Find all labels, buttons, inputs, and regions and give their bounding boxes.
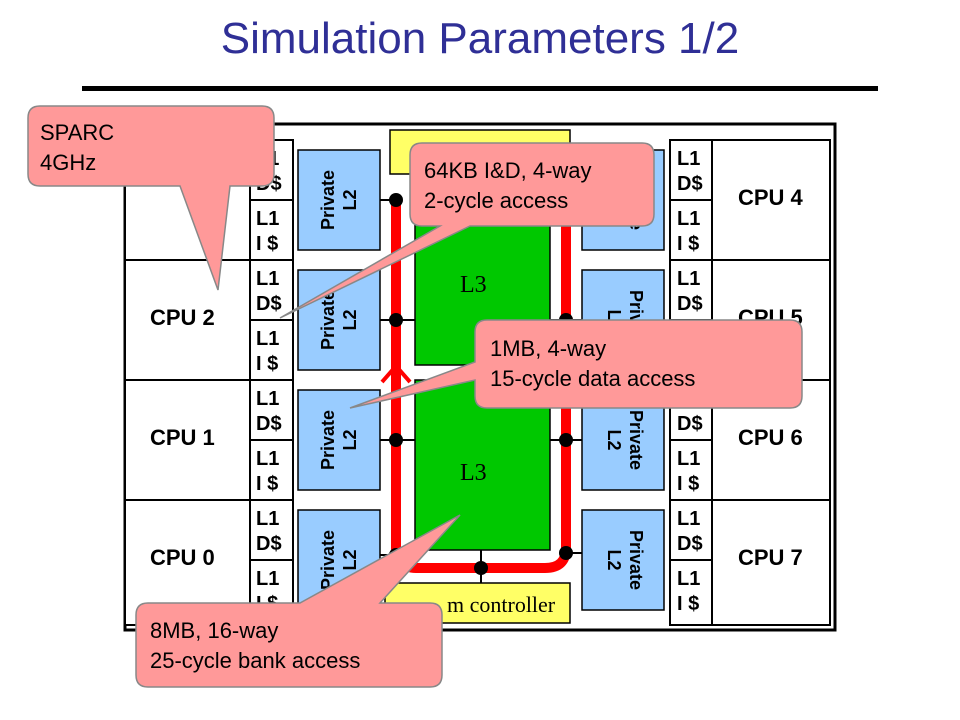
svg-text:8MB, 16-way: 8MB, 16-way bbox=[150, 618, 278, 643]
l1-callout: 64KB I&D, 4-way 2-cycle access bbox=[279, 142, 655, 319]
svg-text:L1: L1 bbox=[256, 568, 279, 590]
svg-text:I $: I $ bbox=[677, 233, 699, 255]
svg-text:L1: L1 bbox=[256, 508, 279, 530]
svg-text:L1: L1 bbox=[256, 328, 279, 350]
svg-text:L2: L2 bbox=[604, 549, 624, 570]
svg-text:I $: I $ bbox=[256, 353, 278, 375]
svg-text:2-cycle access: 2-cycle access bbox=[424, 188, 568, 213]
title-divider bbox=[82, 86, 878, 91]
svg-text:Private: Private bbox=[318, 410, 338, 470]
svg-text:I $: I $ bbox=[256, 473, 278, 495]
svg-text:I $: I $ bbox=[677, 593, 699, 615]
l3-label-top: L3 bbox=[460, 272, 487, 298]
svg-text:I $: I $ bbox=[677, 473, 699, 495]
cpu-4-label: CPU 4 bbox=[738, 185, 804, 210]
svg-text:1MB, 4-way: 1MB, 4-way bbox=[490, 336, 606, 361]
svg-text:L2: L2 bbox=[340, 189, 360, 210]
svg-text:L1: L1 bbox=[256, 448, 279, 470]
svg-text:L1: L1 bbox=[256, 208, 279, 230]
svg-text:4GHz: 4GHz bbox=[40, 150, 96, 175]
l2-callout: 1MB, 4-way 15-cycle data access bbox=[349, 319, 803, 409]
svg-text:L1: L1 bbox=[256, 388, 279, 410]
svg-text:D$: D$ bbox=[677, 173, 703, 195]
l3-label-bottom: L3 bbox=[460, 460, 487, 486]
svg-text:L1: L1 bbox=[677, 568, 700, 590]
svg-text:L1: L1 bbox=[677, 448, 700, 470]
cpu-2-label: CPU 2 bbox=[150, 305, 215, 330]
svg-text:L1: L1 bbox=[256, 268, 279, 290]
svg-text:L1: L1 bbox=[677, 508, 700, 530]
svg-text:D$: D$ bbox=[677, 413, 703, 435]
memory-controller-label: m controller bbox=[447, 592, 556, 617]
cpu-7-label: CPU 7 bbox=[738, 545, 803, 570]
cpu-6-label: CPU 6 bbox=[738, 425, 803, 450]
svg-text:L1: L1 bbox=[677, 148, 700, 170]
svg-text:L2: L2 bbox=[340, 549, 360, 570]
svg-text:Private: Private bbox=[318, 290, 338, 350]
svg-text:25-cycle bank access: 25-cycle bank access bbox=[150, 648, 360, 673]
svg-text:64KB I&D, 4-way: 64KB I&D, 4-way bbox=[424, 158, 592, 183]
svg-text:D$: D$ bbox=[677, 293, 703, 315]
svg-text:SPARC: SPARC bbox=[40, 120, 114, 145]
svg-text:L2: L2 bbox=[604, 429, 624, 450]
svg-text:Private: Private bbox=[626, 530, 646, 590]
cpu-1-label: CPU 1 bbox=[150, 425, 215, 450]
svg-text:Private: Private bbox=[626, 410, 646, 470]
svg-text:D$: D$ bbox=[677, 533, 703, 555]
page-title: Simulation Parameters 1/2 bbox=[220, 14, 740, 63]
svg-text:L2: L2 bbox=[340, 309, 360, 330]
svg-text:D$: D$ bbox=[256, 413, 282, 435]
sparc-callout: SPARC 4GHz bbox=[27, 105, 275, 291]
svg-text:L1: L1 bbox=[677, 208, 700, 230]
svg-text:D$: D$ bbox=[256, 533, 282, 555]
svg-text:Private: Private bbox=[318, 170, 338, 230]
svg-text:I $: I $ bbox=[256, 233, 278, 255]
svg-text:L2: L2 bbox=[340, 429, 360, 450]
cpu-0-label: CPU 0 bbox=[150, 545, 215, 570]
svg-text:L1: L1 bbox=[677, 268, 700, 290]
svg-text:D$: D$ bbox=[256, 293, 282, 315]
l3-callout: 8MB, 16-way 25-cycle bank access bbox=[135, 514, 461, 688]
svg-text:15-cycle data access: 15-cycle data access bbox=[490, 366, 695, 391]
svg-text:Private: Private bbox=[318, 530, 338, 590]
